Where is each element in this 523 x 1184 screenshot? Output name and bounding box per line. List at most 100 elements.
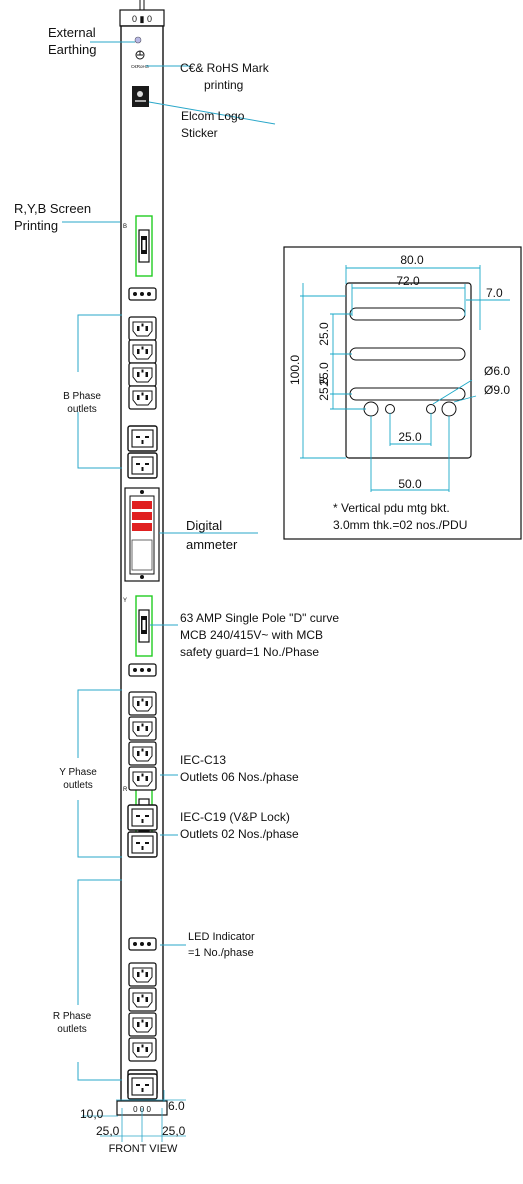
iec-c13-outlet-4 bbox=[128, 385, 157, 410]
svg-text:External: External bbox=[48, 25, 96, 40]
ammeter-led-1 bbox=[132, 501, 152, 509]
iec-c13-outlet-5 bbox=[128, 691, 157, 716]
bracket-dim-255: 25.5 bbox=[317, 377, 331, 401]
led-indicator-2 bbox=[128, 663, 157, 677]
mcb-breaker-2 bbox=[135, 595, 153, 657]
bracket-note-line-1: * Vertical pdu mtg bkt. bbox=[333, 501, 450, 515]
svg-text:MCB 240/415V~ with MCB: MCB 240/415V~ with MCB bbox=[180, 628, 323, 642]
bracket-plate bbox=[345, 282, 472, 459]
label-iec-c19: IEC-C19 (V&P Lock) Outlets 02 Nos./phase bbox=[180, 810, 299, 841]
iec-c19-outlet-3 bbox=[127, 804, 158, 831]
iec-c13-outlet-2 bbox=[128, 339, 157, 364]
svg-text:=1 No./phase: =1 No./phase bbox=[188, 947, 254, 959]
pdu-strip: 0 ▮ 0 0 0 0 C€RoHS B Y R bbox=[116, 0, 168, 1116]
iec-c13-outlet-8 bbox=[128, 766, 157, 791]
svg-text:63 AMP Single Pole "D" curve: 63 AMP Single Pole "D" curve bbox=[180, 611, 339, 625]
bracket-hole-large-right bbox=[441, 401, 457, 417]
svg-text:IEC-C19 (V&P Lock): IEC-C19 (V&P Lock) bbox=[180, 810, 290, 824]
dim-25-left: 25,0 bbox=[96, 1124, 120, 1138]
bracket-dim-25c: 25.0 bbox=[398, 430, 422, 444]
iec-c19-outlet-4 bbox=[127, 831, 158, 858]
front-view-caption: FRONT VIEW bbox=[109, 1143, 178, 1155]
y-phase-bracket bbox=[77, 689, 122, 758]
iec-c19-outlet-6 bbox=[127, 1073, 158, 1100]
svg-text:IEC-C13: IEC-C13 bbox=[180, 753, 226, 767]
svg-text:safety guard=1 No./Phase: safety guard=1 No./Phase bbox=[180, 645, 319, 659]
phase-letter-y: Y bbox=[123, 598, 127, 604]
mcb-breaker-1 bbox=[135, 215, 153, 277]
bracket-dim-7: 7.0 bbox=[486, 286, 503, 300]
iec-c13-outlet-3 bbox=[128, 362, 157, 387]
ammeter-led-2 bbox=[132, 512, 152, 520]
svg-text:LED Indicator: LED Indicator bbox=[188, 931, 255, 943]
svg-text:printing: printing bbox=[204, 78, 243, 92]
iec-c13-outlet-1 bbox=[128, 316, 157, 341]
label-led-indicator: LED Indicator =1 No./phase bbox=[188, 931, 255, 959]
label-iec-c13: IEC-C13 Outlets 06 Nos./phase bbox=[180, 753, 299, 784]
led-indicator-3 bbox=[128, 937, 157, 951]
svg-text:C€& RoHS Mark: C€& RoHS Mark bbox=[180, 61, 270, 75]
iec-c13-outlet-11 bbox=[128, 1012, 157, 1037]
svg-text:Printing: Printing bbox=[14, 218, 58, 233]
bracket-slot-1 bbox=[349, 307, 466, 321]
svg-text:B Phase: B Phase bbox=[63, 391, 101, 402]
label-mcb: 63 AMP Single Pole "D" curve MCB 240/415… bbox=[180, 611, 339, 659]
bracket-hole-large-left bbox=[363, 401, 379, 417]
iec-c13-outlet-6 bbox=[128, 716, 157, 741]
label-external-earthing: External Earthing bbox=[48, 25, 96, 57]
bracket-dim-25b: 25.0 bbox=[317, 362, 331, 386]
svg-text:R Phase: R Phase bbox=[53, 1011, 92, 1022]
bracket-hole-small-left bbox=[385, 404, 395, 414]
earthing-icon bbox=[134, 36, 145, 60]
svg-text:Y Phase: Y Phase bbox=[59, 767, 97, 778]
ce-rohs-small: C€RoHS bbox=[131, 64, 149, 69]
b-phase-bracket bbox=[77, 314, 122, 372]
dim-10: 10,0 bbox=[80, 1107, 104, 1121]
svg-text:Outlets 06 Nos./phase: Outlets 06 Nos./phase bbox=[180, 770, 299, 784]
svg-text:Outlets 02 Nos./phase: Outlets 02 Nos./phase bbox=[180, 827, 299, 841]
svg-text:Earthing: Earthing bbox=[48, 42, 96, 57]
led-indicator-1 bbox=[128, 287, 157, 301]
iec-c19-outlet-1 bbox=[127, 425, 158, 452]
bracket-note-line-2: 3.0mm thk.=02 nos./PDU bbox=[333, 518, 467, 532]
bracket-dim-25a: 25.0 bbox=[317, 322, 331, 346]
bracket-dim-72: 72.0 bbox=[396, 274, 420, 288]
bracket-dim-50: 50.0 bbox=[398, 477, 422, 491]
elcom-logo-icon bbox=[132, 86, 149, 107]
label-b-phase: B Phase outlets bbox=[63, 391, 101, 415]
dim-6: 6.0 bbox=[168, 1099, 185, 1113]
label-y-phase: Y Phase outlets bbox=[59, 767, 97, 791]
svg-text:outlets: outlets bbox=[63, 780, 92, 791]
bracket-dim-80: 80.0 bbox=[400, 253, 424, 267]
logo-leader bbox=[148, 101, 276, 125]
bottom-dimensions bbox=[82, 1090, 186, 1142]
svg-text:outlets: outlets bbox=[57, 1024, 86, 1035]
iec-c13-outlet-12 bbox=[128, 1037, 157, 1062]
svg-text:Sticker: Sticker bbox=[181, 126, 218, 140]
bracket-dim-d9: Ø9.0 bbox=[484, 383, 510, 397]
bracket-dim-d6: Ø6.0 bbox=[484, 364, 510, 378]
phase-letter-r: R bbox=[123, 787, 128, 793]
iec-c13-outlet-7 bbox=[128, 741, 157, 766]
mounting-bracket-detail: 80.0 72.0 7.0 100.0 25.0 25.0 25.5 Ø6.0 … bbox=[283, 246, 522, 540]
bracket-dim-100: 100.0 bbox=[288, 355, 302, 385]
svg-text:Elcom Logo: Elcom Logo bbox=[181, 109, 245, 123]
digital-ammeter bbox=[124, 487, 160, 582]
bracket-hole-small-right bbox=[426, 404, 436, 414]
svg-text:ammeter: ammeter bbox=[186, 537, 238, 552]
label-r-phase: R Phase outlets bbox=[53, 1011, 92, 1035]
phase-letter-b: B bbox=[123, 224, 127, 230]
bracket-slot-3 bbox=[349, 387, 466, 401]
label-ce-rohs: C€& RoHS Mark printing bbox=[180, 61, 270, 92]
iec-c19-outlet-2 bbox=[127, 452, 158, 479]
top-mark: 0 ▮ 0 bbox=[132, 14, 152, 24]
label-ryb-screen: R,Y,B Screen Printing bbox=[14, 201, 91, 233]
iec-c13-outlet-10 bbox=[128, 987, 157, 1012]
svg-text:R,Y,B Screen: R,Y,B Screen bbox=[14, 201, 91, 216]
iec-c13-outlet-9 bbox=[128, 962, 157, 987]
dim-25-right: 25,0 bbox=[162, 1124, 186, 1138]
label-digital-ammeter: Digital ammeter bbox=[186, 518, 238, 552]
label-elcom-logo: Elcom Logo Sticker bbox=[181, 109, 245, 140]
svg-text:outlets: outlets bbox=[67, 404, 96, 415]
